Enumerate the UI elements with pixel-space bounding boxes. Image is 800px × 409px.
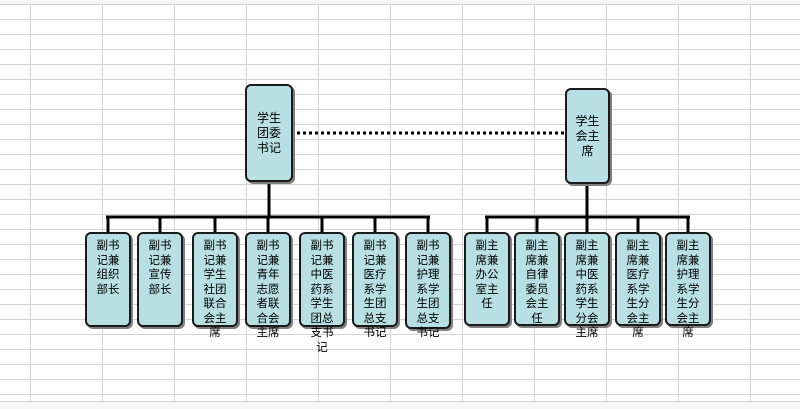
union-member-label: 副主席兼护理系学生分会主席	[676, 238, 700, 339]
union-member-label: 副主席兼医疗系学生分会主席	[626, 238, 650, 339]
union-member-label: 副主席兼中医药系学生分会主席	[575, 238, 599, 339]
league-member-box[interactable]: 副书记兼组织部长	[85, 232, 131, 327]
union-member-box[interactable]: 副主席兼中医药系学生分会主席	[564, 232, 610, 339]
league-member-box[interactable]: 副书记兼中医药系学生团总支书记	[299, 232, 345, 354]
sheet-header-strip	[0, 0, 800, 5]
union-chair-label: 学生会主席	[575, 113, 600, 158]
league-member-box[interactable]: 副书记兼学生社团联合会主席	[192, 232, 238, 339]
league-member-label: 副书记兼学生社团联合会主席	[203, 238, 227, 339]
league-member-box[interactable]: 副书记兼医疗系学生团总支书记	[352, 232, 398, 339]
league-member-box[interactable]: 副书记兼护理系学生团总支书记	[405, 232, 451, 339]
league-member-box[interactable]: 副书记兼青年志愿者联合会主席	[245, 232, 291, 339]
union-member-box[interactable]: 副主席兼医疗系学生分会主席	[615, 232, 661, 339]
league-member-label: 副书记兼宣传部长	[148, 238, 172, 296]
league-member-label: 副书记兼青年志愿者联合会主席	[256, 238, 280, 339]
union-member-label: 副主席兼自律委员会主任	[525, 238, 549, 325]
league-member-label: 副书记兼组织部长	[96, 238, 120, 296]
league-secretary-label: 学生团委书记	[256, 110, 281, 155]
league-member-label: 副书记兼中医药系学生团总支书记	[310, 238, 334, 354]
union-member-box[interactable]: 副主席兼自律委员会主任	[514, 232, 560, 326]
union-member-box[interactable]: 副主席兼护理系学生分会主席	[665, 232, 711, 339]
league-member-box[interactable]: 副书记兼宣传部长	[137, 232, 183, 327]
league-member-label: 副书记兼护理系学生团总支书记	[416, 238, 440, 339]
union-chair-box[interactable]: 学生会主席	[565, 88, 610, 184]
union-member-box[interactable]: 副主席兼办公室主任	[464, 232, 510, 326]
sheet-status-strip	[0, 401, 800, 409]
league-member-label: 副书记兼医疗系学生团总支书记	[363, 238, 387, 339]
league-secretary-box[interactable]: 学生团委书记	[245, 84, 293, 182]
union-member-label: 副主席兼办公室主任	[475, 238, 499, 310]
